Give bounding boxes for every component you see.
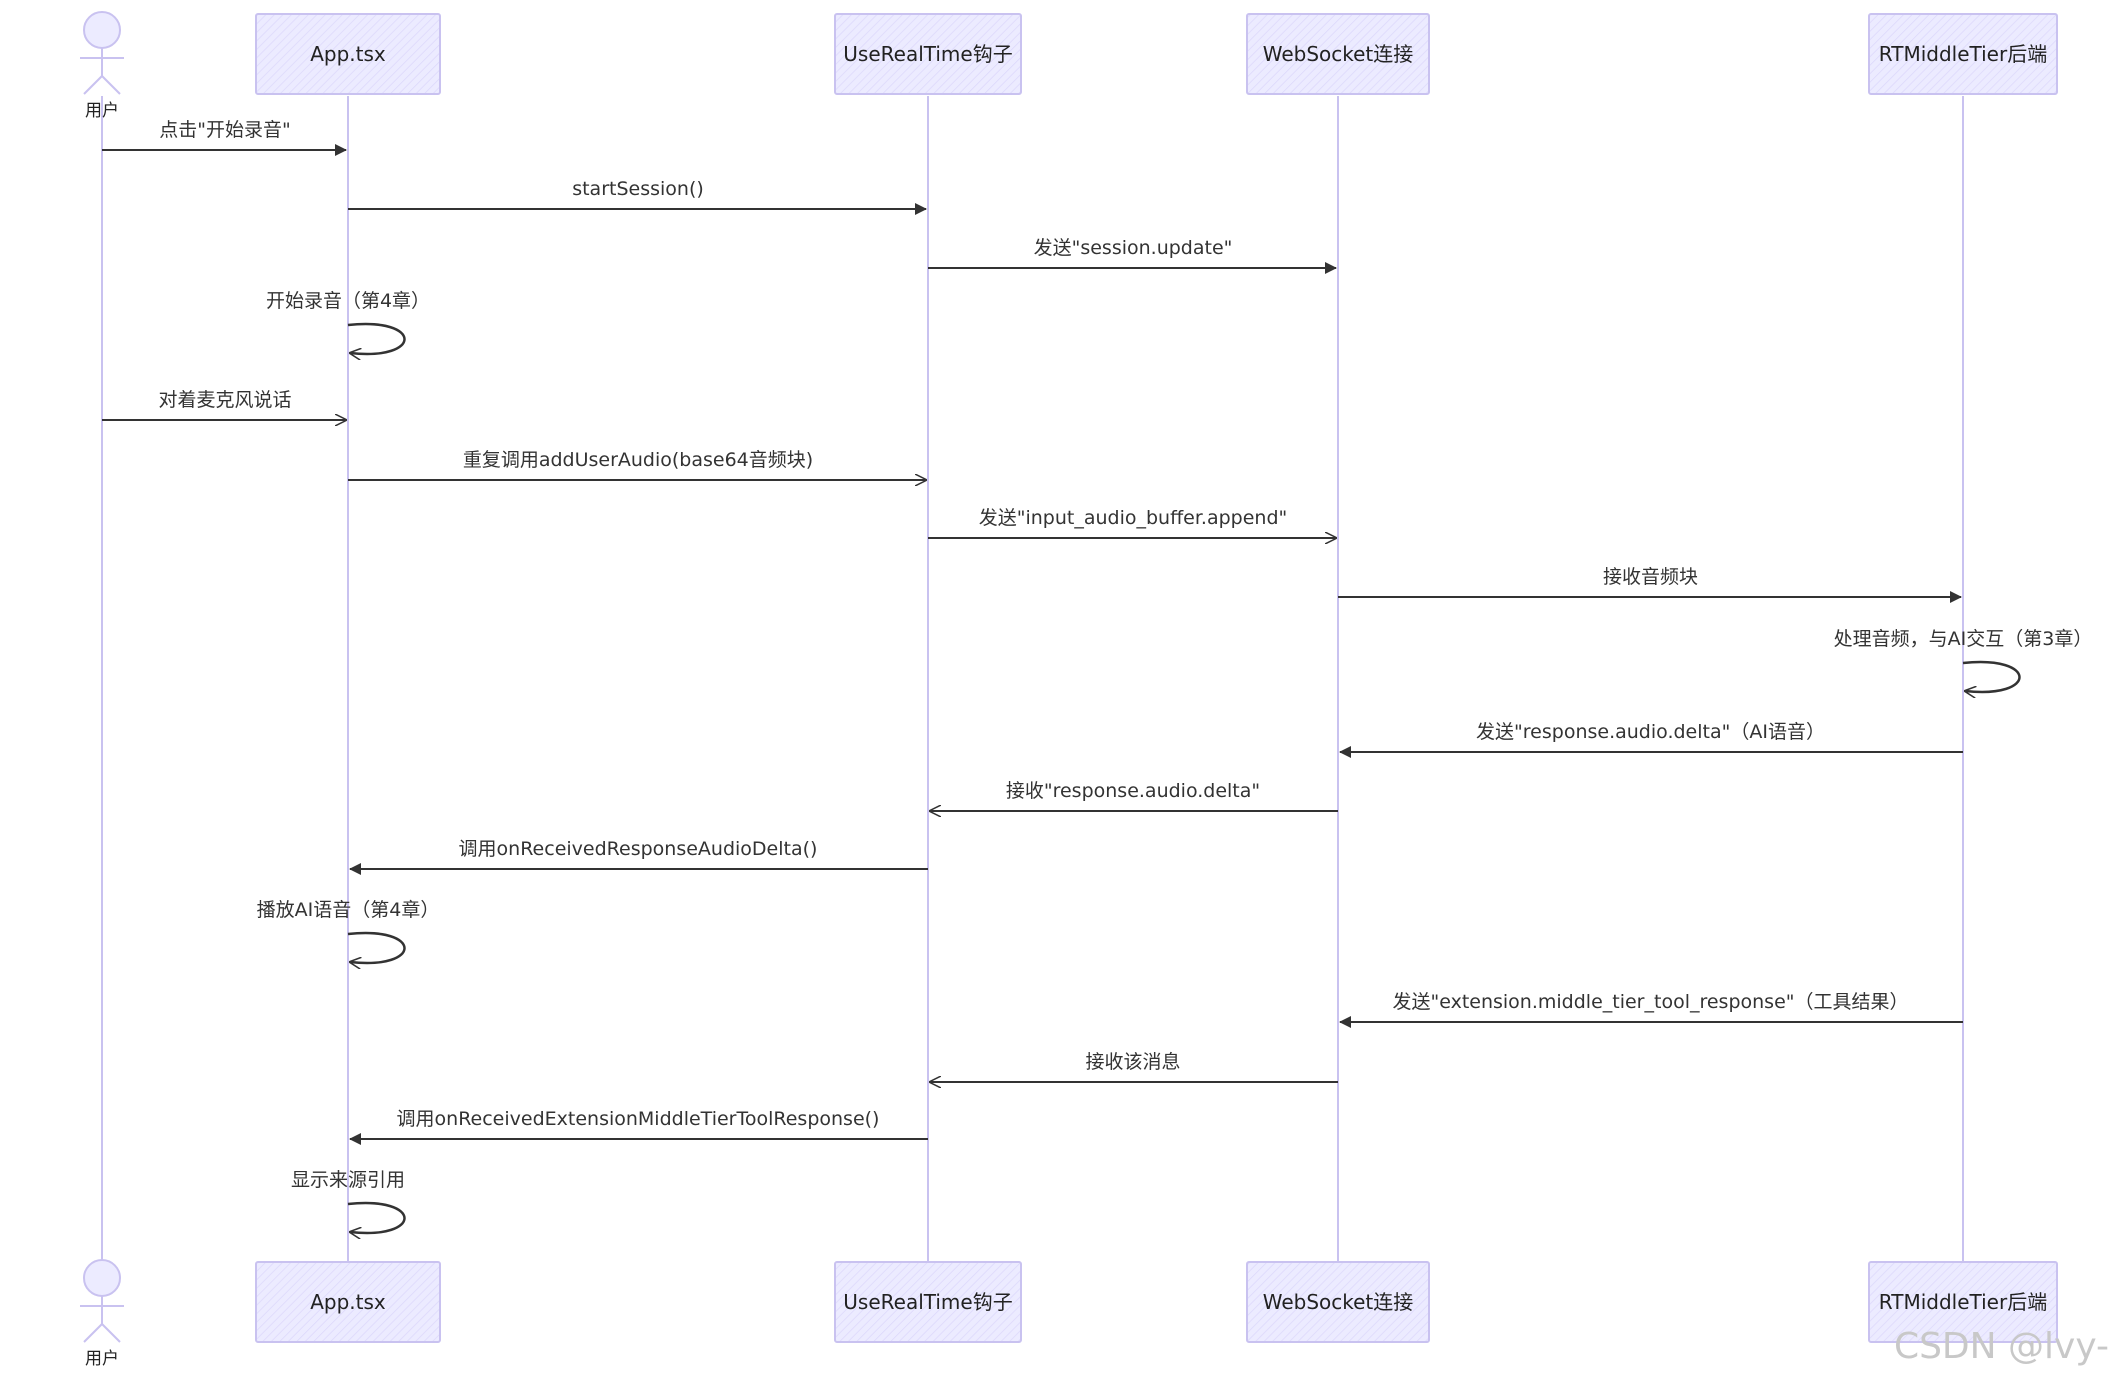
message-label: 接收"response.audio.delta" [1006,780,1260,802]
participant-label-rt: RTMiddleTier后端 [1879,1290,2047,1314]
message-label: 调用onReceivedResponseAudioDelta() [459,838,818,860]
participant-rt-bottom: RTMiddleTier后端 [1868,1261,2058,1343]
message-13: 播放AI语音（第4章） [257,899,440,963]
participant-hook-top: UseRealTime钩子 [834,13,1022,95]
message-11: 接收"response.audio.delta" [930,780,1338,811]
message-label: 调用onReceivedExtensionMiddleTierToolRespo… [397,1108,880,1130]
participant-ws-bottom: WebSocket连接 [1246,1261,1430,1343]
message-label: 显示来源引用 [291,1169,405,1191]
message-label: 接收音频块 [1603,566,1698,588]
message-8: 接收音频块 [1338,566,1962,603]
participant-label-ws: WebSocket连接 [1263,42,1414,66]
self-loop-arrow [347,1201,406,1233]
participant-rt-top: RTMiddleTier后端 [1868,13,2058,95]
message-15: 接收该消息 [930,1051,1338,1082]
participant-label-ws: WebSocket连接 [1263,1290,1414,1314]
participant-hook-bottom: UseRealTime钩子 [834,1261,1022,1343]
message-14: 发送"extension.middle_tier_tool_response"（… [1339,991,1963,1028]
message-label: startSession() [572,178,704,200]
participant-label-rt: RTMiddleTier后端 [1879,42,2047,66]
participant-label-user: 用户 [85,1349,119,1369]
message-7: 发送"input_audio_buffer.append" [928,507,1336,538]
participant-ws-top: WebSocket连接 [1246,13,1430,95]
message-5: 对着麦克风说话 [102,389,346,420]
message-17: 显示来源引用 [291,1169,406,1233]
message-6: 重复调用addUserAudio(base64音频块) [348,449,926,480]
participant-app-top: App.tsx [255,13,441,95]
self-loop-arrow [347,931,406,963]
self-loop-arrow [1962,660,2021,692]
message-label: 处理音频，与AI交互（第3章） [1834,628,2093,650]
message-label: 发送"session.update" [1034,237,1233,259]
participant-app-bottom: App.tsx [255,1261,441,1343]
watermark: CSDN @lvy- [1893,1326,2109,1367]
message-10: 发送"response.audio.delta"（AI语音） [1339,721,1963,758]
message-label: 发送"extension.middle_tier_tool_response"（… [1392,991,1908,1013]
message-1: 点击"开始录音" [102,119,347,156]
participant-user-bottom: 用户 [80,1259,124,1369]
message-label: 发送"input_audio_buffer.append" [979,507,1288,529]
participant-label-app: App.tsx [310,42,386,66]
message-label: 点击"开始录音" [159,119,290,141]
self-loop-arrow [347,322,406,354]
message-12: 调用onReceivedResponseAudioDelta() [349,838,928,875]
message-label: 对着麦克风说话 [158,389,291,411]
participant-label-user: 用户 [85,101,119,121]
participant-label-hook: UseRealTime钩子 [843,42,1012,66]
message-3: 发送"session.update" [928,237,1337,274]
message-label: 发送"response.audio.delta"（AI语音） [1476,721,1825,743]
message-label: 重复调用addUserAudio(base64音频块) [463,449,813,471]
participant-user-top: 用户 [80,11,124,121]
message-4: 开始录音（第4章） [266,290,430,354]
message-label: 播放AI语音（第4章） [257,899,440,921]
message-label: 接收该消息 [1085,1051,1180,1073]
message-16: 调用onReceivedExtensionMiddleTierToolRespo… [349,1108,928,1145]
participant-label-app: App.tsx [310,1290,386,1314]
message-2: startSession() [348,178,927,215]
participant-label-hook: UseRealTime钩子 [843,1290,1012,1314]
message-9: 处理音频，与AI交互（第3章） [1834,628,2093,692]
message-label: 开始录音（第4章） [266,290,430,312]
